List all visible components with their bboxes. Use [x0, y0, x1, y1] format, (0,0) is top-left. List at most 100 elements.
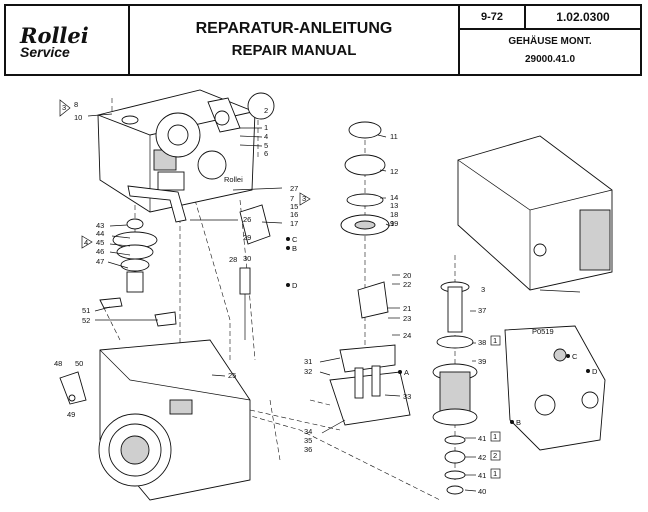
callout-46: 46 — [96, 247, 104, 256]
callout-38: 38 — [478, 338, 486, 347]
title-german: REPARATUR-ANLEITUNG — [195, 20, 393, 37]
callout-47: 47 — [96, 257, 104, 266]
callout-36: 36 — [304, 445, 312, 454]
meta-row: 9-72 1.02.0300 — [460, 6, 640, 30]
callout-34: 34 — [304, 427, 312, 436]
callout-28: 28 — [229, 255, 237, 264]
shutter-linkage-part — [127, 185, 271, 340]
callout-33: 33 — [403, 392, 411, 401]
gear-stack-part — [340, 121, 390, 236]
callout-labels: 1 2 3 4 5 6 7 8 9 10 11 12 13 14 15 16 1… — [54, 100, 486, 496]
callout-40: 40 — [478, 487, 486, 496]
callout-19: 19 — [390, 219, 398, 228]
callout-12: 12 — [390, 167, 398, 176]
callout-3: 3 — [481, 285, 485, 294]
callout-11: 11 — [390, 132, 398, 141]
callout-43: 43 — [96, 221, 104, 230]
box-41-upper: 1 — [493, 432, 497, 441]
callout-7: 7 — [290, 194, 294, 203]
box-41-lower: 1 — [493, 469, 497, 478]
callout-42: 42 — [478, 453, 486, 462]
header-frame: Rollei Service REPARATUR-ANLEITUNG REPAI… — [4, 4, 642, 76]
brand-logo: Rollei Service — [6, 6, 130, 74]
triangle-3-mid: 3 — [302, 194, 306, 203]
marker-c-detail: C — [572, 352, 578, 361]
brand-sub: Service — [20, 44, 70, 60]
callout-5: 5 — [264, 141, 268, 150]
part-code: 29000.41.0 — [524, 54, 576, 65]
marker-c: C — [292, 235, 298, 244]
callout-32: 32 — [304, 367, 312, 376]
boxed-marks — [490, 335, 501, 479]
callout-10: 10 — [74, 113, 82, 122]
callout-8: 8 — [74, 100, 78, 109]
cover-logo: Rollei — [224, 175, 243, 184]
callout-9: 9 — [390, 219, 394, 228]
spool-part — [432, 281, 478, 495]
title-english: REPAIR MANUAL — [231, 42, 357, 59]
callout-31: 31 — [304, 357, 312, 366]
leader-lines — [87, 113, 581, 492]
box-38: 1 — [493, 336, 497, 345]
callout-17: 17 — [290, 219, 298, 228]
callout-41-upper: 41 — [478, 434, 486, 443]
callout-24: 24 — [403, 331, 411, 340]
callout-23: 23 — [403, 314, 411, 323]
callout-41-lower: 41 — [478, 471, 486, 480]
triangle-markers — [59, 99, 311, 249]
callout-49: 49 — [67, 410, 75, 419]
callout-30: 30 — [243, 254, 251, 263]
callout-27: 27 — [290, 184, 298, 193]
marker-d: D — [292, 281, 298, 290]
title-block: REPARATUR-ANLEITUNG REPAIR MANUAL — [130, 6, 460, 74]
callout-6: 6 — [264, 149, 268, 158]
transport-mechanism-part — [329, 281, 411, 426]
callout-4: 4 — [264, 132, 268, 141]
callout-18: 18 — [390, 210, 398, 219]
callout-25: 25 — [228, 371, 236, 380]
callout-1: 1 — [264, 123, 268, 132]
triangle-numbers: 3 3 4 — [62, 103, 306, 247]
callout-37: 37 — [478, 306, 486, 315]
body-shell-part — [457, 135, 613, 291]
triangle-4: 4 — [84, 238, 88, 247]
marker-b: B — [292, 244, 297, 253]
callout-39: 39 — [478, 357, 486, 366]
date-field: 9-72 — [460, 6, 526, 28]
detail-label: P0519 — [532, 327, 554, 336]
callout-13: 13 — [390, 201, 398, 210]
rewind-knob-part — [207, 92, 275, 133]
callout-52: 52 — [82, 316, 90, 325]
small-levers-part — [59, 297, 177, 405]
callout-26: 26 — [243, 215, 251, 224]
triangle-3-top: 3 — [62, 103, 66, 112]
callout-51: 51 — [82, 306, 90, 315]
detail-view — [504, 325, 606, 451]
box-42: 2 — [493, 451, 497, 460]
boxed-numbers: 1 1 2 1 — [493, 336, 497, 478]
callout-29: 29 — [243, 233, 251, 242]
callout-16: 16 — [290, 210, 298, 219]
marker-a: A — [404, 368, 409, 377]
callout-50: 50 — [75, 359, 83, 368]
callout-45: 45 — [96, 238, 104, 247]
callout-22: 22 — [403, 280, 411, 289]
marker-b-detail: B — [516, 418, 521, 427]
marker-d-detail: D — [592, 367, 598, 376]
brand-name: Rollei — [20, 23, 89, 48]
callout-21: 21 — [403, 304, 411, 313]
callout-48: 48 — [54, 359, 62, 368]
callout-14: 14 — [390, 193, 398, 202]
callout-35: 35 — [304, 436, 312, 445]
callout-44: 44 — [96, 229, 104, 238]
marker-letters: C B D A C D B — [292, 235, 598, 427]
callout-20: 20 — [403, 271, 411, 280]
front-housing-part — [98, 339, 251, 501]
meta-block: 9-72 1.02.0300 GEHÄUSE MONT. 29000.41.0 — [460, 6, 640, 74]
ring-assembly-part — [112, 218, 158, 293]
callout-2: 2 — [264, 106, 268, 115]
callout-15: 15 — [290, 202, 298, 211]
doc-number: 1.02.0300 — [556, 10, 610, 24]
dot-markers — [286, 237, 590, 424]
